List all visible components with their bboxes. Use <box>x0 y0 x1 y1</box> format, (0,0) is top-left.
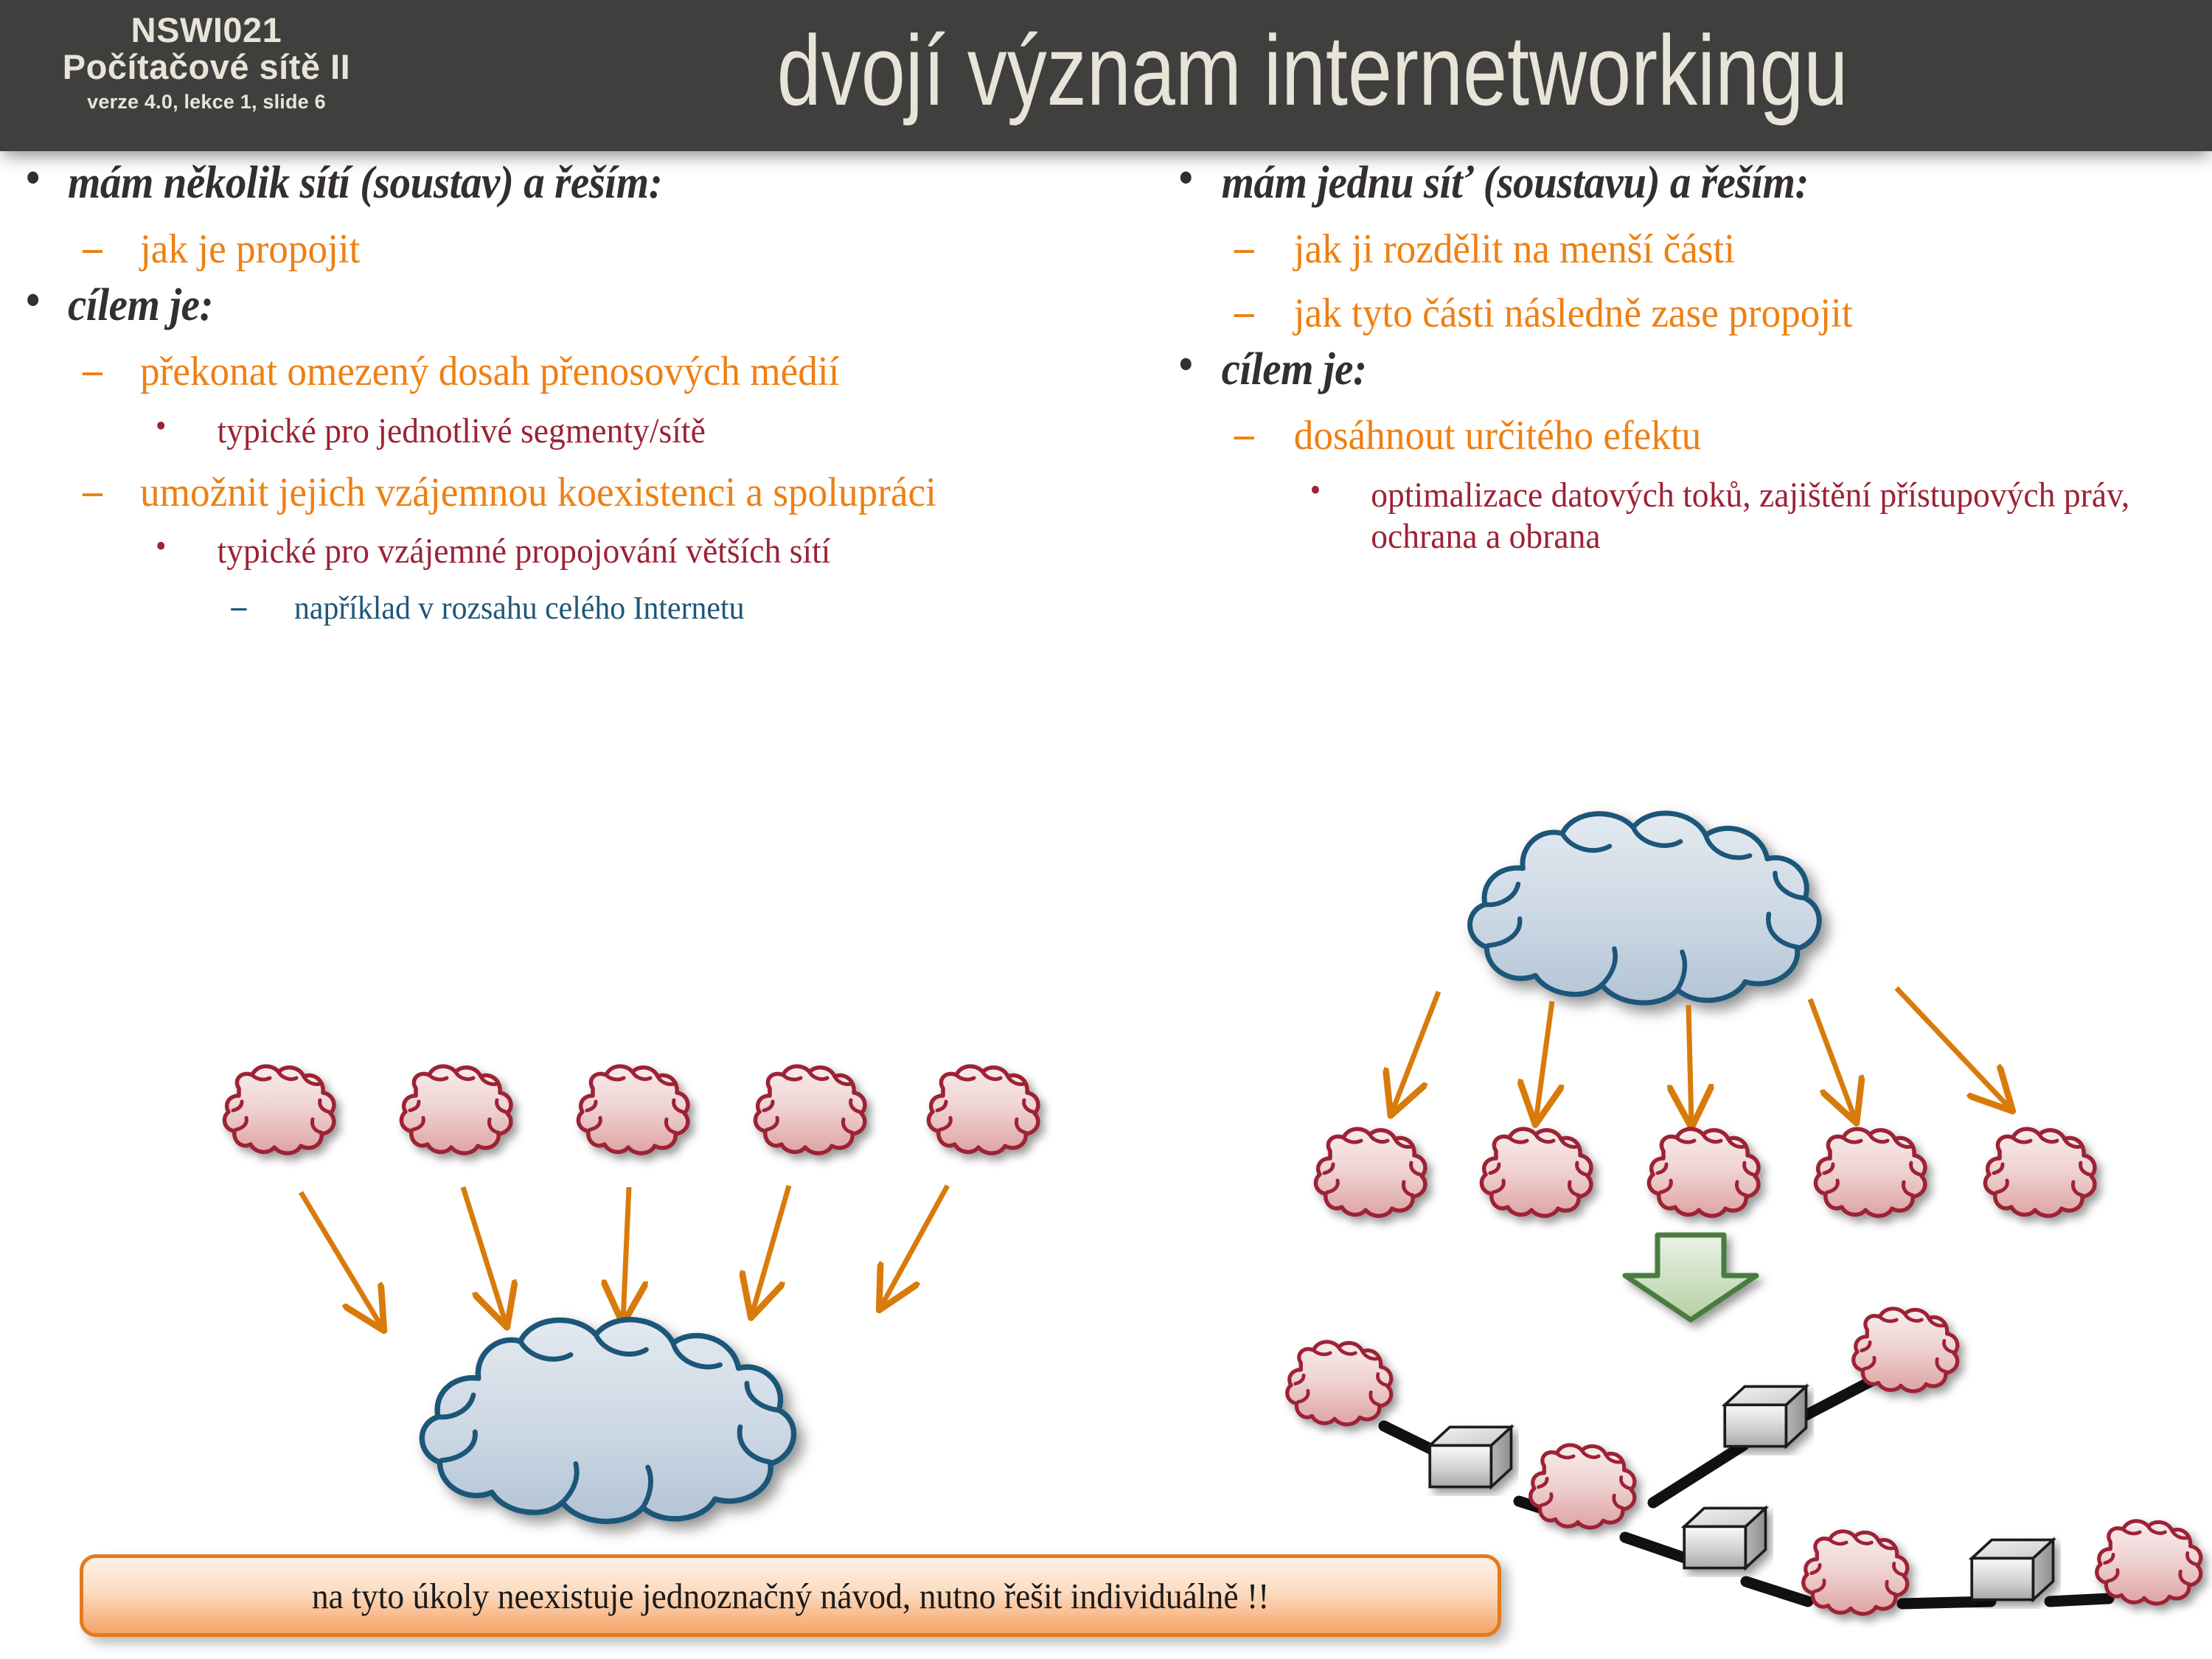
bullet-l3: typické pro jednotlivé segmenty/sítě <box>0 407 1093 453</box>
right-column: mám jednu síť (soustavu) a řeším: jak ji… <box>1150 151 2212 558</box>
slide-body: mám několik sítí (soustav) a řeším: jak … <box>0 151 2212 1659</box>
course-code: NSWI021 <box>131 10 282 49</box>
right-bullet-list: mám jednu síť (soustavu) a řeším: jak ji… <box>1150 153 2212 558</box>
right-small-cloud-row <box>1315 1129 2095 1216</box>
course-name: Počítačové sítě II <box>62 47 351 87</box>
left-big-cloud <box>422 1320 793 1522</box>
network-links <box>1378 1374 2115 1610</box>
right-big-cloud <box>1470 813 1820 1003</box>
left-column: mám několik sítí (soustav) a řeším: jak … <box>0 151 1150 627</box>
note-banner-text: na tyto úkoly neexistuje jednoznačný náv… <box>311 1575 1270 1616</box>
bullet-l4: například v rozsahu celého Internetu <box>0 588 1093 627</box>
bullet-l2: jak tyto části následně zase propojit <box>1150 288 2159 338</box>
slide-title: dvojí význam internetworkingu <box>776 15 1848 126</box>
slide-header: NSWI021 Počítačové sítě II verze 4.0, le… <box>0 0 2212 151</box>
left-small-cloud-row <box>224 1066 1038 1153</box>
bullet-l2: překonat omezený dosah přenosových médií <box>0 347 967 396</box>
bullet-l3: typické pro vzájemné propojování větších… <box>0 528 960 573</box>
bullet-l3: optimalizace datových toků, zajištění př… <box>1150 471 2141 558</box>
diagram-left-converge <box>224 1066 1038 1521</box>
bullet-l1: cílem je: <box>1150 339 2127 396</box>
bullet-l2: umožnit jejich vzájemnou koexistenci a s… <box>0 467 946 517</box>
green-down-arrow <box>1622 1232 1759 1323</box>
bullet-l2: jak je propojit <box>0 224 1093 274</box>
bullet-l1: mám několik sítí (soustav) a řeším: <box>0 153 1058 209</box>
left-converge-arrows <box>299 1184 950 1327</box>
bullet-l2: jak ji rozdělit na menší části <box>1150 224 2159 274</box>
bullet-l1: mám jednu síť (soustavu) a řeším: <box>1150 153 2127 209</box>
diagram-right-split <box>1287 813 2201 1614</box>
course-info-block: NSWI021 Počítačové sítě II verze 4.0, le… <box>0 1 413 149</box>
left-bullet-list: mám několik sítí (soustav) a řeším: jak … <box>0 153 1150 627</box>
right-split-arrows <box>1392 986 2010 1124</box>
bullet-l1: cílem je: <box>0 275 1058 332</box>
network-router-nodes <box>1430 1386 2053 1599</box>
note-banner: na tyto úkoly neexistuje jednoznačný náv… <box>80 1554 1501 1637</box>
bullet-l2: dosáhnout určitého efektu <box>1150 411 2159 460</box>
course-version: verze 4.0, lekce 1, slide 6 <box>87 91 326 114</box>
